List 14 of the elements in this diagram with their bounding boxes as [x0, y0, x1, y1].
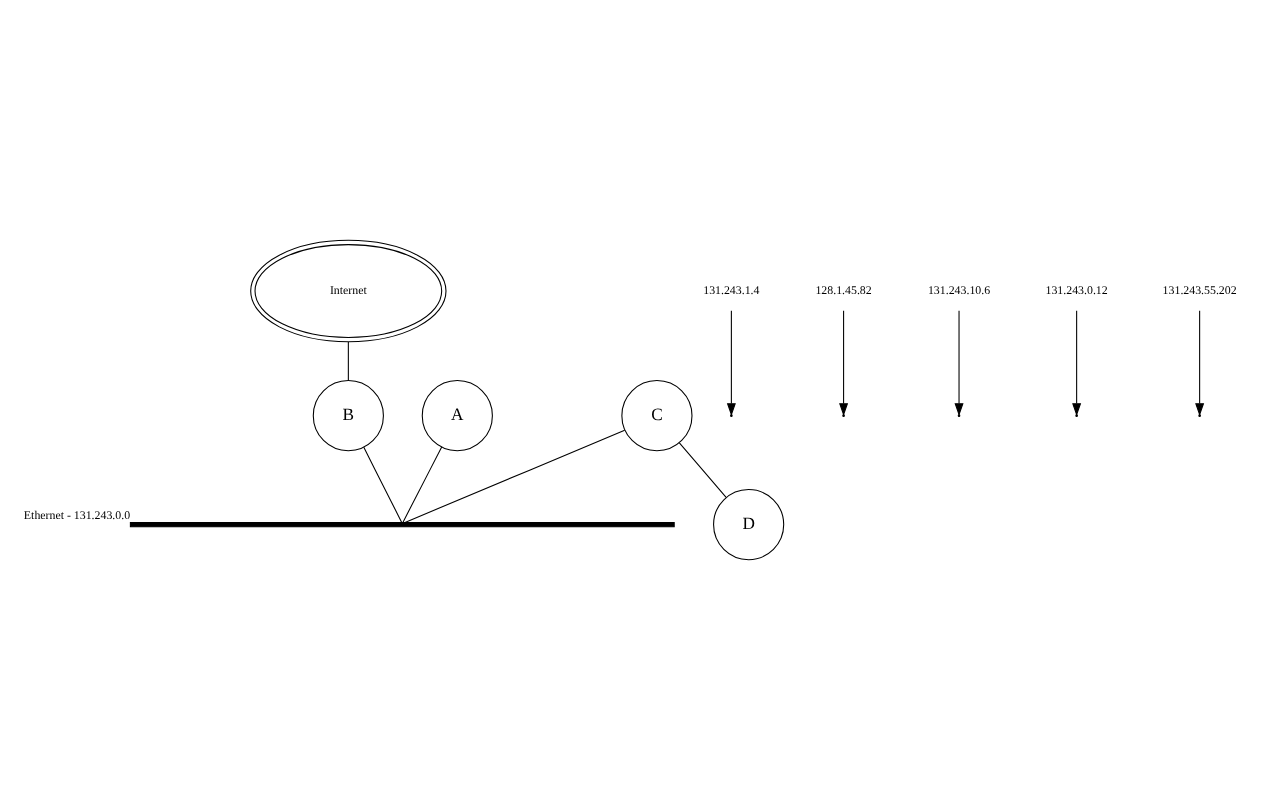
connector	[678, 442, 727, 498]
arrow	[1195, 310, 1205, 417]
arrow	[1072, 310, 1082, 417]
connector	[347, 341, 349, 382]
arrow	[726, 310, 736, 417]
arrow	[839, 310, 849, 417]
node-bar	[129, 521, 675, 528]
connector	[363, 446, 403, 523]
node-circle: A	[421, 380, 493, 452]
node-circle: C	[621, 380, 693, 452]
node-circle: D	[713, 489, 785, 561]
connector	[402, 446, 443, 523]
connector	[404, 429, 626, 523]
node-circle: B	[312, 380, 384, 452]
